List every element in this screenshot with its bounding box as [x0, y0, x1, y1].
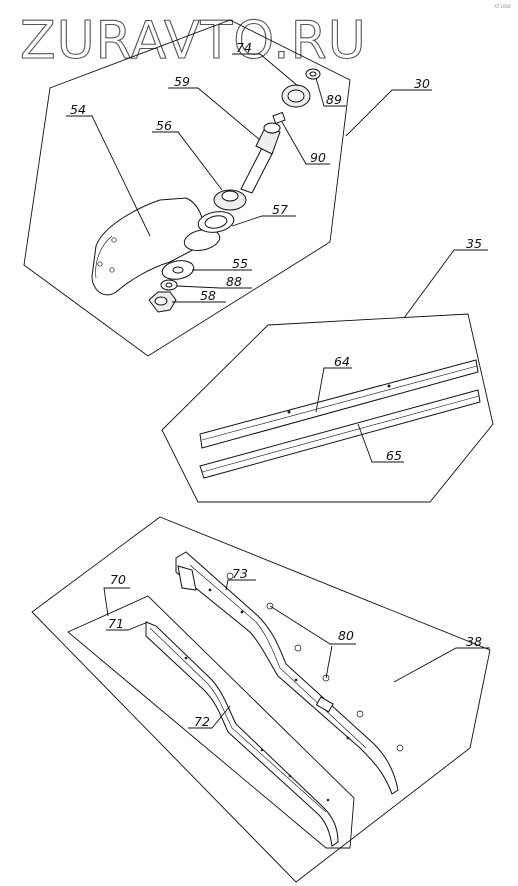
callout-64: 64: [334, 354, 350, 369]
assembly-30-outline: [23, 19, 351, 357]
assembly-30: [23, 19, 351, 357]
callout-74: 74: [236, 40, 252, 55]
callout-89: 89: [326, 92, 342, 107]
watermark-text: ZURAVTO.RU: [20, 11, 367, 71]
leader-lines: [66, 53, 490, 729]
part-57-ring: [197, 211, 235, 233]
part-55-washer: [161, 260, 195, 280]
part-64-rail: [199, 359, 479, 449]
corner-note: АТ 1604: [494, 4, 511, 9]
part-65-rail: [199, 389, 481, 479]
part-88-washer: [160, 279, 178, 291]
assembly-35-outline: [161, 313, 494, 503]
assembly-35: [161, 313, 494, 503]
callout-57: 57: [272, 202, 288, 217]
callout-35: 35: [466, 236, 482, 251]
callout-55: 55: [232, 256, 248, 271]
assembly-38-outline: [31, 516, 491, 883]
assembly-38: [31, 516, 491, 883]
assembly-70-outline: [67, 595, 355, 849]
callout-labels: 30 74 59 56 54 89 90 57 55 88 58 35 64 6…: [70, 40, 482, 729]
callout-70: 70: [110, 572, 126, 587]
callout-59: 59: [174, 74, 190, 89]
part-59-shaft: [240, 122, 281, 194]
part-80-fasteners: [226, 572, 404, 752]
callout-80: 80: [338, 628, 354, 643]
callout-65: 65: [386, 448, 402, 463]
callout-56: 56: [156, 118, 172, 133]
part-89-washer: [305, 68, 321, 80]
part-90-pin: [272, 111, 286, 125]
callout-58: 58: [200, 288, 216, 303]
callout-88: 88: [226, 274, 242, 289]
part-74-bearing: [281, 84, 311, 108]
callout-38: 38: [466, 634, 482, 649]
callout-73: 73: [232, 566, 248, 581]
part-58-nut: [148, 291, 177, 313]
part-56-hub: [213, 189, 247, 211]
part-54-bracket: [91, 197, 221, 296]
callout-90: 90: [310, 150, 326, 165]
part-71-72-beam: [145, 621, 339, 847]
part-73-beam: [175, 551, 399, 795]
callout-72: 72: [194, 714, 210, 729]
callout-71: 71: [108, 616, 124, 631]
callout-30: 30: [414, 76, 430, 91]
callout-54: 54: [70, 102, 86, 117]
